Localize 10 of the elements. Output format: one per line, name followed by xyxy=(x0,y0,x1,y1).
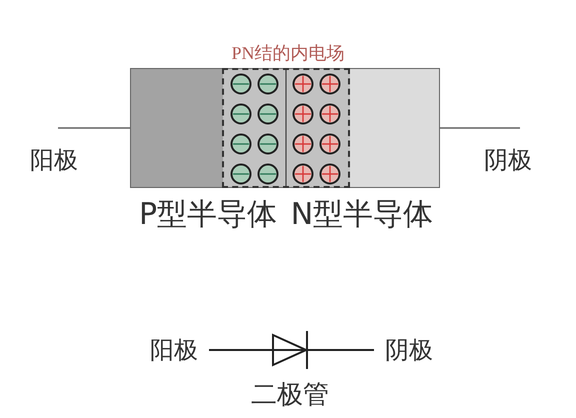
region-label: P型半导体 xyxy=(138,197,278,233)
terminal-label: 阴极 xyxy=(484,146,532,174)
terminal-label: 阳极 xyxy=(143,334,205,366)
terminal-label: 阳极 xyxy=(30,146,78,174)
wire-line xyxy=(308,349,374,351)
junction-title: PN结的内电场 xyxy=(230,42,346,64)
wire-line xyxy=(209,349,272,351)
region-label: N型半导体 xyxy=(290,197,434,233)
diode-caption: 二极管 xyxy=(250,380,330,410)
terminal-label: 阴极 xyxy=(378,334,440,366)
